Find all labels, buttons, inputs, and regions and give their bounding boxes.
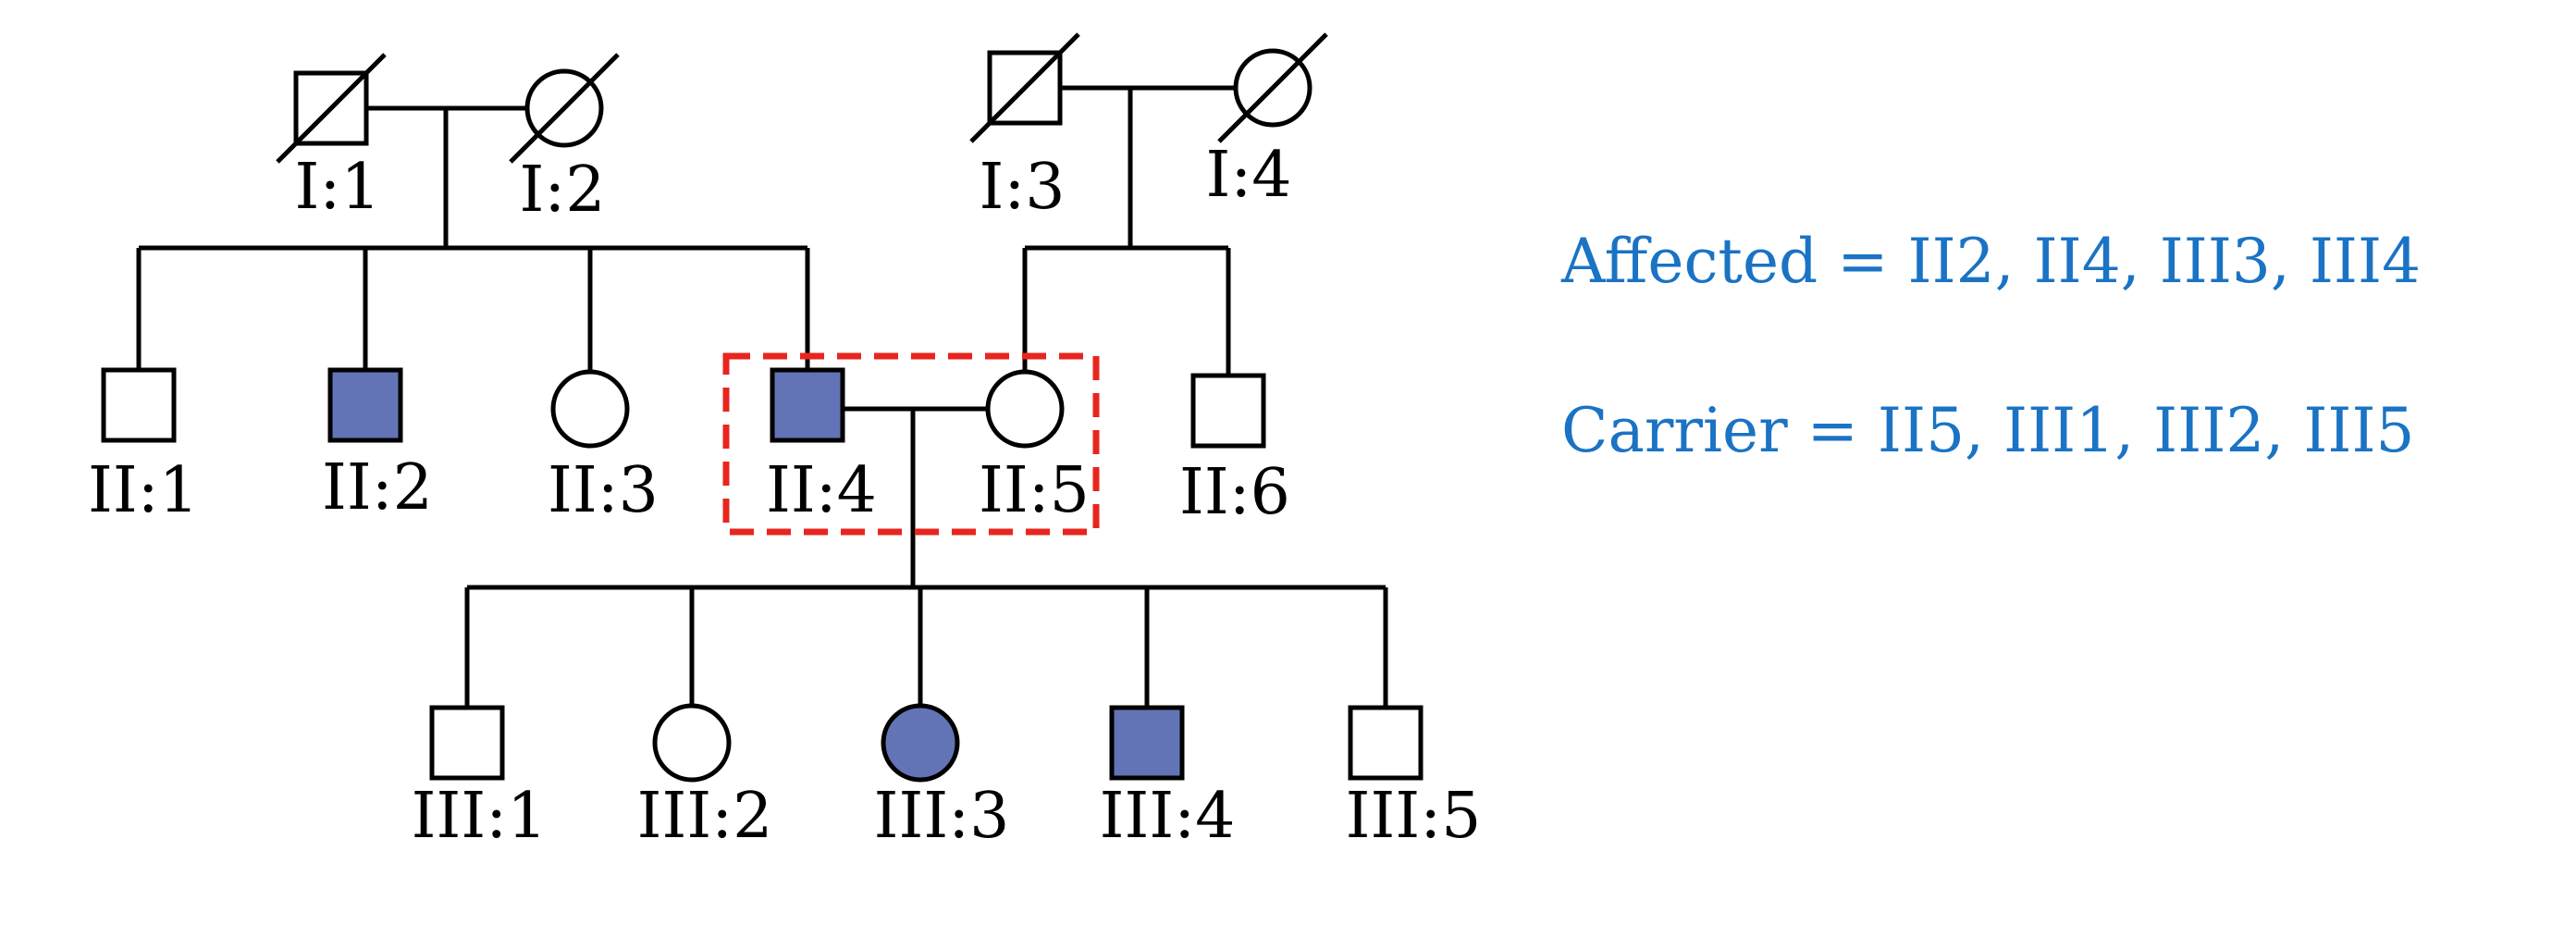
individual-iii-4-label: III:4 [1100,780,1236,853]
individual-i-4-deceased-slash [1217,32,1328,143]
individual-ii-3-label: II:3 [548,454,659,527]
individual-ii-6-male-square [1190,373,1266,449]
individual-ii-1-label: II:1 [88,454,199,527]
individual-iii-3-label: III:3 [874,780,1010,853]
individual-ii-3-female-circle [550,369,630,449]
highlighted-couple-box [722,352,1100,536]
individual-i-2-label: I:2 [519,154,605,227]
individual-ii-4-label: II:4 [766,454,877,527]
individual-iii-3-female-circle [881,703,960,783]
individual-i-1-label: I:1 [294,151,380,224]
individual-iii-2-label: III:2 [637,780,773,853]
individual-ii-5-label: II:5 [979,454,1090,527]
individual-i-2-deceased-slash [509,53,620,164]
individual-iii-5-label: III:5 [1346,780,1482,853]
individual-ii-6-label: II:6 [1179,456,1290,529]
individual-ii-2-label: II:2 [322,451,433,524]
legend-carrier: Carrier = II5, III1, III2, III5 [1561,395,2415,466]
individual-ii-2-male-square [327,367,403,443]
legend-affected: Affected = II2, II4, III3, III4 [1560,226,2421,297]
individual-iii-5-male-square [1348,705,1424,781]
individual-iii-4-male-square [1109,705,1185,781]
individual-i-3-label: I:3 [979,151,1065,224]
individual-i-3-deceased-slash [969,32,1080,143]
pedigree-lines [136,85,1388,708]
individual-ii-4-male-square [770,367,845,443]
pedigree-symbols [101,32,1424,783]
pedigree-labels: I:1 I:2 I:3 I:4II:1 II:2 II:3 II:4 II:5 II:6III:… [88,139,1481,853]
individual-iii-2-female-circle [652,703,732,783]
individual-ii-1-male-square [101,367,177,443]
individual-ii-5-female-circle [985,369,1065,449]
individual-i-4-label: I:4 [1205,139,1291,212]
individual-iii-1-label: III:1 [412,780,548,853]
individual-i-1-deceased-slash [276,53,387,164]
individual-iii-1-male-square [429,705,505,781]
